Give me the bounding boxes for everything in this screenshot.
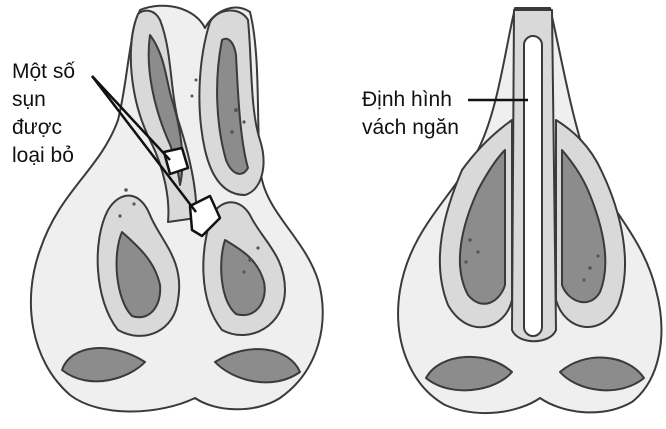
label-line: Một số	[12, 58, 75, 86]
label-line: vách ngăn	[362, 114, 459, 142]
label-line: được	[12, 114, 75, 142]
label-line: Định hình	[362, 86, 459, 114]
septum-strip	[524, 36, 542, 336]
right-nose	[398, 8, 661, 413]
label-line: sụn	[12, 86, 75, 114]
removed-cartilage-label: Một số sụn được loại bỏ	[12, 58, 75, 170]
label-line: loại bỏ	[12, 142, 75, 170]
septum-reshaping-label: Định hình vách ngăn	[362, 86, 459, 142]
